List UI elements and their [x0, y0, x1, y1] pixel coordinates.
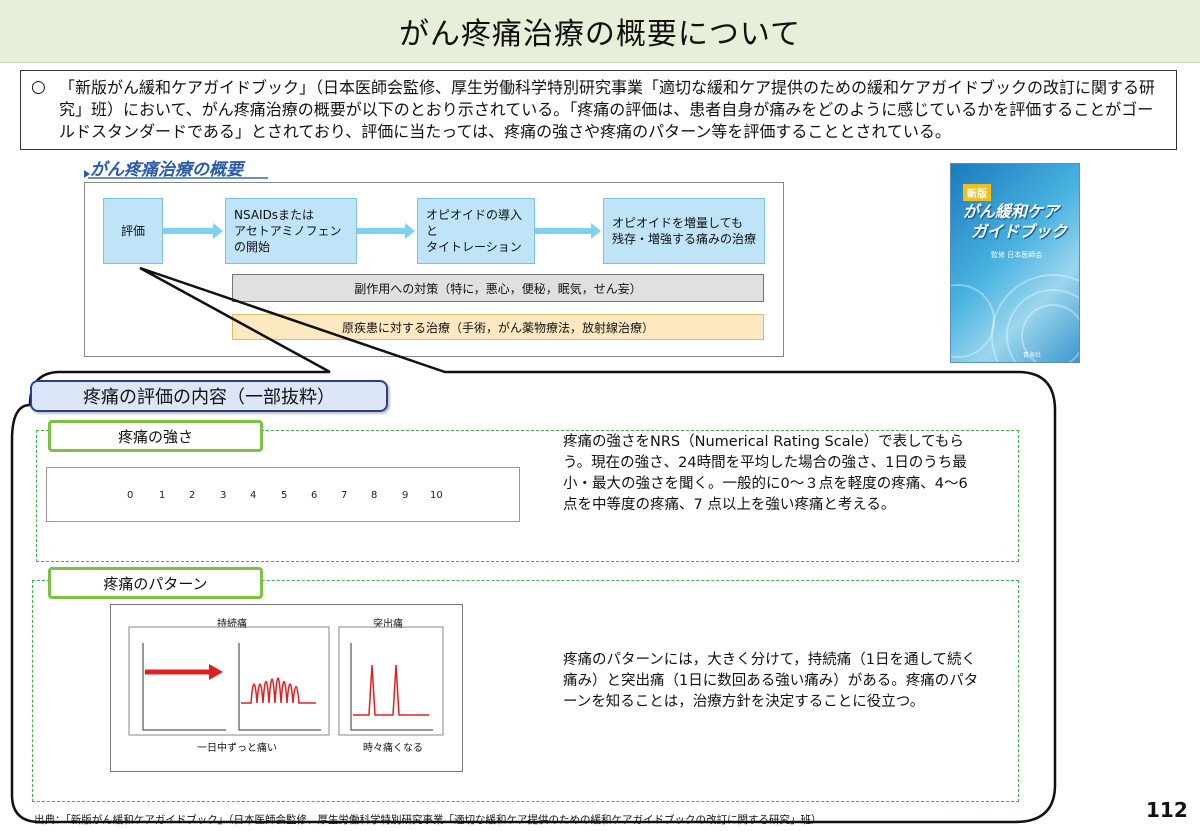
continuous-pain-caption: 一日中ずっと痛い — [197, 743, 277, 754]
intensity-tab: 疼痛の強さ — [48, 420, 263, 452]
book-title-line2: ガイドブック — [971, 222, 1068, 241]
nrs-tick-label: 6 — [311, 490, 318, 501]
nrs-tick-label: 9 — [402, 490, 409, 501]
guidebook-cover-image: 新版 がん緩和ケア ガイドブック 監修 日本医師会 青海社 — [950, 163, 1080, 363]
title-marker-icon — [84, 170, 90, 178]
flow-step-label: オピオイドを増量しても 残存・増強する痛みの治療 — [612, 216, 757, 246]
nrs-tick-label: 10 — [430, 490, 443, 501]
pain-pattern-graphs — [128, 626, 444, 736]
side-effects-bar: 副作用への対策（特に，悪心，便秘，眠気，せん妄） — [232, 274, 764, 302]
nrs-tick-label: 1 — [159, 490, 166, 501]
nrs-tick-label: 5 — [281, 490, 288, 501]
flow-step-label: NSAIDsまたは アセトアミノフェン の開始 — [234, 208, 342, 254]
pattern-description: 疼痛のパターンには，大きく分けて，持続痛（1日を通して続く痛み）と突出痛（1日に… — [563, 652, 979, 710]
flow-step-evaluation: 評価 — [103, 198, 163, 264]
nrs-tick-label: 3 — [220, 490, 227, 501]
breakthrough-panel — [338, 626, 444, 736]
arrow-right-icon — [209, 664, 223, 680]
intro-text: 「新版がん緩和ケアガイドブック」（日本医師会監修、厚生労働科学特別研究事業「適切… — [59, 78, 1156, 141]
pattern-section — [32, 580, 1019, 802]
nrs-tick-label: 2 — [189, 490, 196, 501]
flow-step-residual-pain: オピオイドを増量しても 残存・増強する痛みの治療 — [603, 198, 765, 264]
continuous-pain-wave — [241, 677, 316, 704]
flow-arrow — [357, 228, 405, 234]
book-publisher: 青海社 — [1023, 352, 1042, 359]
nrs-tick-label: 4 — [250, 490, 257, 501]
nrs-tick-label: 0 — [127, 490, 134, 501]
primary-treatment-bar: 原疾患に対する治療（手術，がん薬物療法，放射線治療） — [232, 314, 764, 340]
intensity-description: 疼痛の強さをNRS（Numerical Rating Scale）で表してもらう… — [563, 434, 968, 513]
arrow-right-icon — [591, 223, 601, 239]
nrs-tick-label: 7 — [341, 490, 348, 501]
page-title: がん疼痛治療の概要について — [398, 17, 802, 52]
book-supervisor: 監修 日本医師会 — [991, 251, 1043, 259]
flow-arrow — [163, 228, 213, 234]
book-badge: 新版 — [963, 184, 991, 201]
overview-title: がん疼痛治療の概要 — [90, 160, 243, 180]
flow-step-label: オピオイドの導入と タイトレーション — [426, 208, 523, 254]
continuous-pain-label: 持続痛 — [217, 619, 247, 630]
pattern-tab: 疼痛のパターン — [48, 567, 263, 599]
breakthrough-pain-label: 突出痛 — [373, 619, 403, 630]
nrs-scale: 0 1 2 3 4 5 6 7 8 9 10 — [46, 467, 520, 522]
intro-box: ○ 「新版がん緩和ケアガイドブック」（日本医師会監修、厚生労働科学特別研究事業「… — [20, 70, 1177, 150]
arrow-right-icon — [213, 223, 223, 239]
evaluation-title: 疼痛の評価の内容（一部抜粋） — [30, 380, 388, 412]
cover-ring — [951, 284, 995, 358]
flow-step-label: 評価 — [120, 224, 145, 238]
flow-step-nsaids: NSAIDsまたは アセトアミノフェン の開始 — [225, 198, 357, 264]
flow-arrow — [535, 228, 591, 234]
arrow-right-icon — [405, 223, 415, 239]
flow-step-opioid-intro: オピオイドの導入と タイトレーション — [417, 198, 535, 264]
bullet-circle: ○ — [31, 77, 46, 97]
book-title-line1: がん緩和ケア — [963, 202, 1060, 221]
axis-middle — [238, 643, 321, 731]
intensity-section — [36, 430, 1019, 562]
nrs-tick-label: 8 — [371, 490, 378, 501]
page-number: 112 — [1146, 798, 1188, 822]
breakthrough-pain-caption: 時々痛くなる — [363, 743, 423, 754]
pain-pattern-figure: 持続痛 突出痛 一日中ずっと痛い 時々痛くなる — [110, 604, 463, 772]
continuous-panel — [128, 626, 330, 736]
title-band: がん疼痛治療の概要について — [0, 0, 1200, 63]
overview-title-underline — [88, 177, 268, 179]
axis-right — [350, 643, 433, 731]
axis-left — [142, 643, 226, 731]
source-citation: 出典：「新版がん緩和ケアガイドブック」（日本医師会監修、厚生労働科学特別研究事業… — [34, 814, 822, 826]
breakthrough-pain-spikes — [353, 664, 429, 716]
